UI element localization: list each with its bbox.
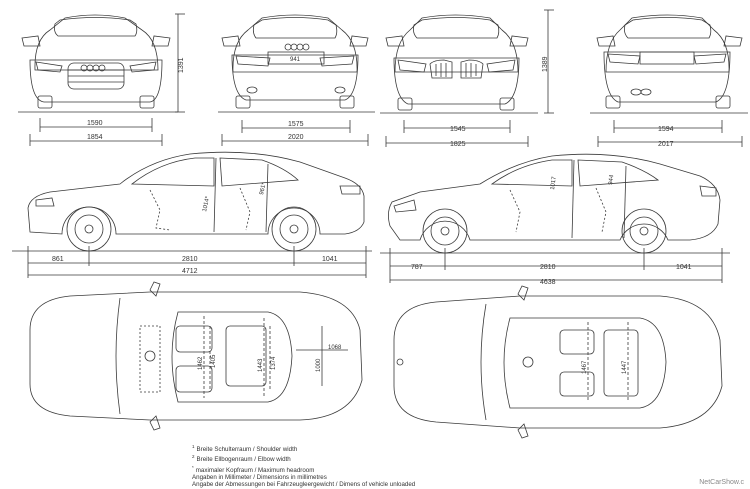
audi-elbow-front: 1405 bbox=[211, 354, 217, 368]
audi-overhang-front: 861 bbox=[52, 256, 64, 263]
audi-front-width: 1854 bbox=[87, 134, 103, 141]
bmw-front-view: 1389 1545 1825 bbox=[380, 9, 554, 148]
bmw-side-view: 1017 944 787 2810 1041 4638 bbox=[380, 153, 730, 286]
footnote-units: Angaben in Millimeter / Dimensions in mi… bbox=[192, 474, 327, 482]
audi-front-view: 1391 1590 1854 bbox=[18, 13, 185, 146]
bmw-top-view: 1467 1447 bbox=[393, 285, 723, 439]
bmw-overhang-rear: 1041 bbox=[676, 264, 692, 271]
audi-shoulder-rear: 1443 bbox=[258, 358, 264, 372]
audi-elbow-rear: 1374 bbox=[271, 356, 277, 370]
bmw-rear-view: 1594 2017 bbox=[590, 14, 748, 148]
audi-headroom-front: 1014* bbox=[202, 195, 211, 212]
bmw-front-height: 1389 bbox=[542, 56, 549, 72]
audi-trunk-width: 1068 bbox=[328, 345, 342, 351]
audi-rear-width: 2020 bbox=[288, 134, 304, 141]
audi-front-track: 1590 bbox=[87, 120, 103, 127]
bmw-front-track: 1545 bbox=[450, 126, 466, 133]
bmw-overhang-front: 787 bbox=[411, 264, 423, 271]
audi-front-height: 1391 bbox=[178, 57, 185, 73]
audi-overhang-rear: 1041 bbox=[322, 256, 338, 263]
audi-shoulder-front: 1462 bbox=[198, 356, 204, 370]
bmw-headroom-rear: 944 bbox=[608, 174, 615, 185]
audi-side-view: 1014* 961* 861 2810 1041 4712 bbox=[12, 151, 372, 278]
audi-rear-plate: 941 bbox=[290, 57, 301, 63]
watermark: NetCarShow.c bbox=[699, 479, 744, 486]
footnote-unloaded: Angabe der Abmessungen bei Fahrzeugleerg… bbox=[192, 481, 416, 489]
bmw-length: 4638 bbox=[540, 279, 556, 286]
audi-rear-track: 1575 bbox=[288, 121, 304, 128]
bmw-wheelbase: 2810 bbox=[540, 264, 556, 271]
bmw-rear-width: 2017 bbox=[658, 141, 674, 148]
footnote-headroom: *maximaler Kopfraum / Maximum headroom bbox=[192, 464, 315, 474]
audi-rear-view: 941 1575 2020 bbox=[218, 14, 375, 146]
audi-length: 4712 bbox=[182, 268, 198, 275]
audi-top-view: 1462 1405 1443 1374 1000 1068 bbox=[29, 281, 363, 431]
bmw-shoulder-rear: 1447 bbox=[622, 360, 628, 374]
audi-headroom-rear: 961* bbox=[259, 181, 268, 195]
bmw-shoulder-front: 1467 bbox=[582, 360, 588, 374]
audi-trunk-length: 1000 bbox=[316, 358, 322, 372]
bmw-headroom-front: 1017 bbox=[550, 176, 558, 191]
audi-wheelbase: 2810 bbox=[182, 256, 198, 263]
bmw-front-width: 1825 bbox=[450, 141, 466, 148]
bmw-rear-track: 1594 bbox=[658, 126, 674, 133]
